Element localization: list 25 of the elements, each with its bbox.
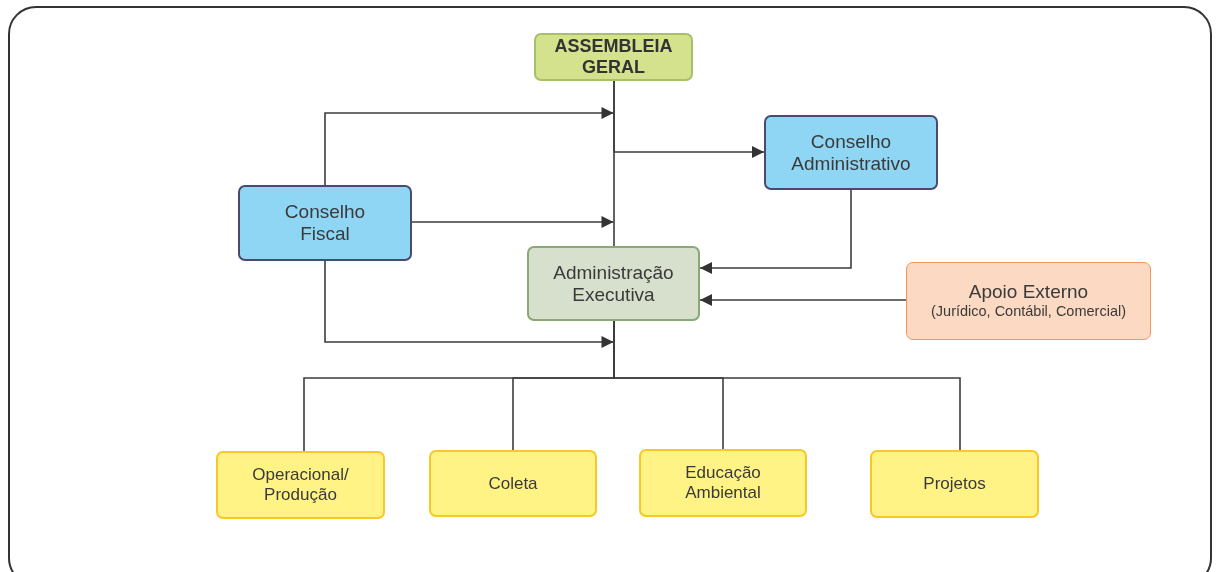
node-title: Educação Ambiental bbox=[684, 463, 762, 503]
department-box bbox=[870, 450, 1039, 518]
arrow bbox=[613, 80, 765, 158]
arrow bbox=[324, 107, 615, 186]
node-title: ASSEMBLEIA GERAL bbox=[553, 36, 674, 78]
department-box bbox=[639, 449, 807, 517]
arrow bbox=[699, 294, 907, 306]
node-title: Operacional/ Produção bbox=[251, 465, 350, 505]
node-title: Administração Executiva bbox=[552, 261, 675, 306]
council-box bbox=[764, 115, 938, 190]
node-title: Projetos bbox=[923, 474, 986, 494]
node-subtitle: (Jurídico, Contábil, Comercial) bbox=[931, 303, 1126, 321]
governing-body-box bbox=[534, 33, 693, 81]
department-box bbox=[429, 450, 597, 517]
department-box bbox=[216, 451, 385, 519]
node-title: Conselho Administrativo bbox=[790, 130, 912, 175]
node-title: Apoio Externo bbox=[968, 281, 1089, 304]
arrow bbox=[411, 216, 615, 228]
arrow bbox=[699, 189, 852, 274]
node-title: Coleta bbox=[488, 473, 538, 494]
arrow bbox=[324, 260, 615, 348]
council-box bbox=[238, 185, 412, 261]
node-title: Conselho Fiscal bbox=[283, 201, 367, 245]
support-box bbox=[906, 262, 1151, 340]
management-box bbox=[527, 246, 700, 321]
